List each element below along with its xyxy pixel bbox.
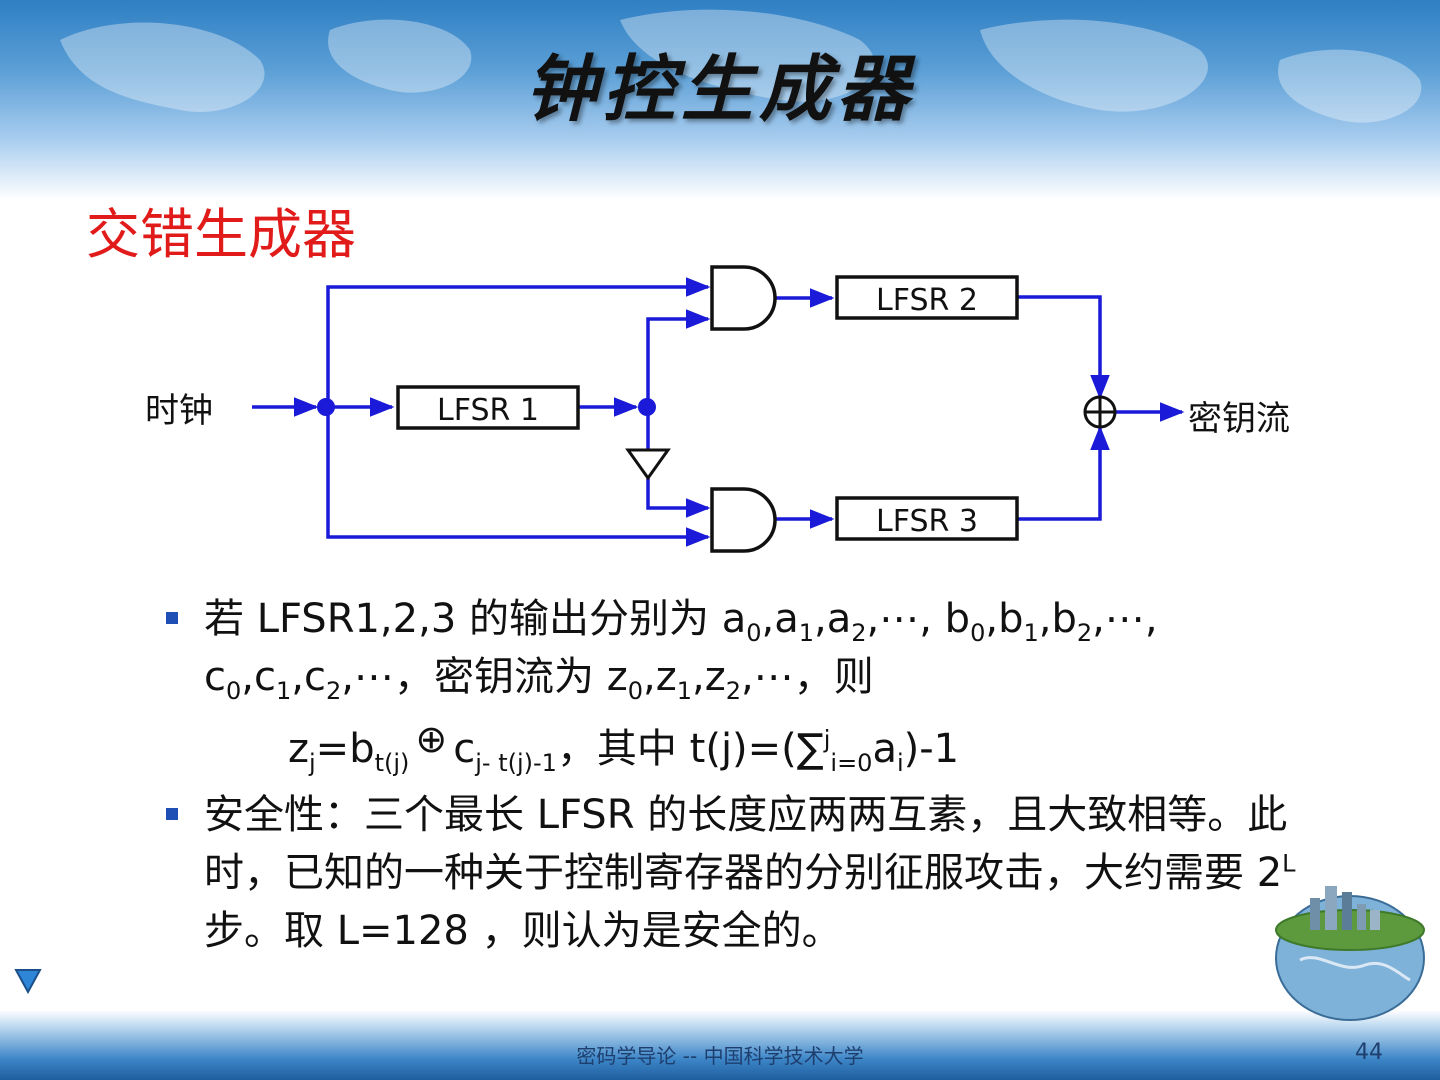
- text: ,c: [291, 654, 326, 700]
- and-gate-top: [710, 265, 777, 331]
- text: =b: [315, 726, 375, 772]
- and-gate-bottom: [710, 487, 777, 553]
- wires: [252, 277, 1185, 547]
- text: 若 LFSR1,2,3 的输出分别为 a: [204, 596, 747, 642]
- lfsr3-box: [835, 496, 1019, 541]
- clock-junction-dot: [317, 398, 335, 416]
- subscript: 1: [676, 677, 692, 705]
- subscript: 0: [627, 677, 643, 705]
- text: 步。取 L=128 ，则认为是安全的。: [204, 908, 842, 954]
- inverter-gate: [625, 448, 671, 481]
- text: ,⋯, b: [866, 596, 971, 642]
- subscript: i: [896, 749, 904, 777]
- subscript: 1: [1023, 619, 1039, 647]
- text: )-1: [903, 726, 960, 772]
- subscript: 1: [276, 677, 292, 705]
- text: c: [204, 654, 226, 700]
- subscript: 0: [746, 619, 762, 647]
- lfsr1-label: LFSR 1: [437, 393, 539, 428]
- lfsr2-to-xor-wire: [1017, 295, 1110, 400]
- keystream-formula: zj=bt(j)⊕cj- t(j)-1，其中 t(j)=(∑ji=0ai)-1: [160, 708, 1350, 780]
- clock-to-and-bottom-wire: [326, 407, 711, 547]
- text: ,b: [1038, 596, 1077, 642]
- xor-symbol: ⊕: [415, 717, 448, 761]
- xor-gate: [1083, 395, 1117, 429]
- text: c: [453, 726, 476, 772]
- subscript: j: [309, 749, 316, 777]
- text: a: [872, 726, 897, 772]
- superscript: L: [1282, 849, 1296, 878]
- text: ,b: [985, 596, 1024, 642]
- superscript: j: [823, 725, 831, 754]
- bullet-outputs: 若 LFSR1,2,3 的输出分别为 a0,a1,a2,⋯, b0,b1,b2,…: [160, 590, 1350, 706]
- subscript: 2: [1076, 619, 1093, 647]
- control-to-and-top-wire: [646, 309, 711, 407]
- text: z: [288, 726, 309, 772]
- subscript: i=0: [830, 749, 873, 777]
- text: ,z: [692, 654, 726, 700]
- text: ,a: [814, 596, 852, 642]
- bullet-list: 若 LFSR1,2,3 的输出分别为 a0,a1,a2,⋯, b0,b1,b2,…: [160, 590, 1350, 960]
- page-number: 44: [1355, 1040, 1383, 1065]
- footer-text: 密码学导论 -- 中国科学技术大学: [576, 1044, 864, 1068]
- text: ,⋯，则: [741, 654, 874, 700]
- text: ,c: [241, 654, 276, 700]
- bullet-marker: [166, 612, 178, 624]
- header-background: [0, 0, 1440, 200]
- subscript: 2: [326, 677, 342, 705]
- bullet-security: 安全性：三个最长 LFSR 的长度应两两互素，且大致相等。此时，已知的一种关于控…: [160, 786, 1350, 960]
- subscript: t(j): [374, 749, 410, 777]
- subscript: 2: [851, 619, 867, 647]
- subscript: 2: [725, 677, 741, 705]
- navigation-arrow-icon[interactable]: [14, 966, 42, 994]
- clock-label: 时钟: [145, 391, 213, 431]
- subscript: j- t(j)-1: [475, 749, 557, 777]
- keystream-label: 密钥流: [1188, 399, 1290, 439]
- footer-background: [0, 1010, 1440, 1080]
- subscript: 1: [798, 619, 815, 647]
- control-junction-dot: [638, 398, 656, 416]
- globe-decoration-icon: [1275, 886, 1425, 1021]
- text: 安全性：三个最长 LFSR 的长度应两两互素，且大致相等。此时，已知的一种关于控…: [204, 792, 1288, 896]
- text: ,a: [761, 596, 799, 642]
- text: ,⋯,: [1092, 596, 1158, 642]
- slide-title: 钟控生成器: [524, 46, 915, 131]
- lfsr2-box: [835, 275, 1019, 320]
- subscript: 0: [226, 677, 242, 705]
- text: ，其中 t(j)=(∑: [556, 726, 824, 772]
- inverter-to-and-bottom-wire: [646, 478, 711, 518]
- section-subtitle: 交错生成器: [86, 203, 356, 266]
- lfsr3-label: LFSR 3: [876, 504, 978, 539]
- subscript: 0: [970, 619, 986, 647]
- lfsr1-box: [396, 385, 580, 430]
- clock-to-and-top-wire: [326, 277, 711, 407]
- text: ,z: [643, 654, 677, 700]
- bullet-marker: [166, 808, 178, 820]
- text: ,⋯，密钥流为 z: [341, 654, 628, 700]
- interleaved-generator-diagram: LFSR 1 LFSR 2 LFSR 3 时钟 密钥流: [145, 265, 1290, 553]
- world-map-decoration: [60, 9, 1422, 123]
- lfsr2-label: LFSR 2: [876, 283, 978, 318]
- lfsr3-to-xor-wire: [1017, 425, 1110, 521]
